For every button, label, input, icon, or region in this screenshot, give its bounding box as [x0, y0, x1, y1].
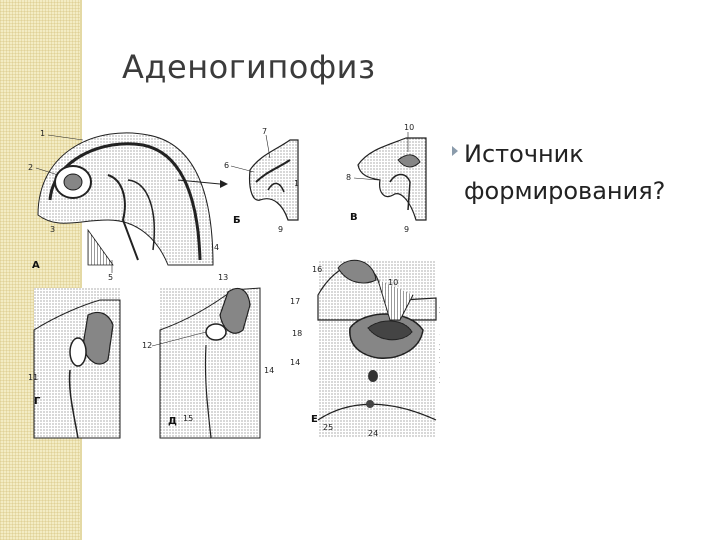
panel-letter-v: В [350, 212, 358, 223]
label-12: 12 [142, 341, 152, 350]
label-2: 2 [28, 163, 33, 172]
label-22: 22 [439, 356, 440, 365]
label-10: 10 [404, 123, 414, 132]
label-11: 11 [28, 373, 38, 382]
label-15: 15 [183, 414, 193, 423]
side-strip-edge [80, 0, 82, 540]
label-3: 3 [50, 225, 55, 234]
label-17: 17 [290, 297, 300, 306]
panel-letter-d: Д [168, 416, 177, 427]
label-1: 1 [40, 129, 45, 138]
label-9b: 9 [404, 225, 409, 234]
label-10b: 10 [388, 278, 398, 287]
decorative-side-strip [0, 0, 80, 540]
label-20: 20 [439, 306, 440, 315]
label-13b: 13 [439, 333, 440, 342]
panel-g: 11 Г [28, 288, 121, 439]
label-4: 4 [214, 243, 219, 252]
panel-d: 13 12 14 15 Д [142, 273, 274, 439]
bullet-arrow-icon [452, 146, 458, 156]
label-25: 25 [323, 423, 333, 432]
label-21: 21 [439, 343, 440, 352]
panel-letter-b: Б [233, 215, 241, 226]
panel-b: 7 6 1 9 Б [224, 127, 299, 234]
panel-v: 10 8 9 В [346, 123, 427, 234]
panel-letter-e: Е [311, 414, 318, 425]
label-23: 23 [439, 376, 440, 385]
panel-letter-g: Г [34, 396, 41, 407]
label-13: 13 [218, 273, 228, 282]
label-6: 6 [224, 161, 229, 170]
label-14b: 14 [290, 358, 300, 367]
panel-e: 16 10 17 18 14 20 13 21 22 23 25 24 Е [290, 259, 440, 438]
panel-a: 1 2 3 4 5 А [28, 129, 228, 282]
label-5: 5 [108, 273, 113, 282]
label-18: 18 [292, 329, 302, 338]
slide-title: Аденогипофиз [122, 48, 376, 86]
bullet-text: Источник формирования? [464, 140, 666, 205]
label-1b: 1 [294, 179, 299, 188]
label-8: 8 [346, 173, 351, 182]
label-7: 7 [262, 127, 267, 136]
embryology-illustration: 1 2 3 4 5 А 7 6 1 9 Б 10 8 9 В [28, 123, 440, 439]
label-9: 9 [278, 225, 283, 234]
label-14: 14 [264, 366, 274, 375]
label-16: 16 [312, 265, 322, 274]
panel-letter-a: А [32, 260, 40, 271]
label-24: 24 [368, 429, 378, 438]
